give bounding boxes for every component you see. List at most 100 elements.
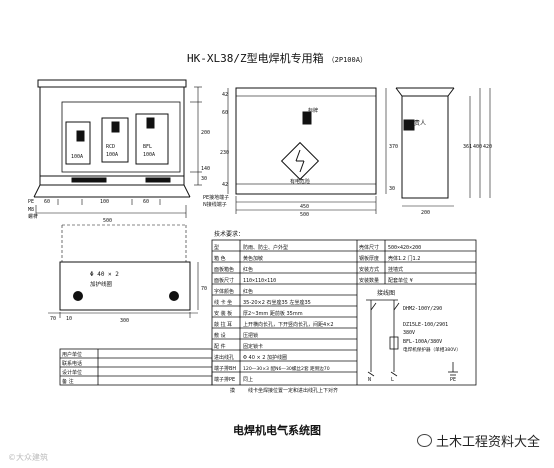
terminal-strip-1: [71, 177, 107, 183]
corner-watermark: ©大众建筑: [8, 453, 48, 462]
dim-361: 361: [463, 144, 472, 150]
breaker-3-sub: 100A: [143, 152, 155, 158]
spec-table: [59, 239, 477, 386]
spec-k-6: 安 装 板: [214, 310, 232, 317]
spec-v-11: 120—30×3 配N6—30螺丝2套 距侧边70: [243, 365, 330, 372]
spec-k-5: 线 卡 坐: [214, 299, 232, 306]
sign-row-2: 设计单位: [62, 369, 82, 376]
hole-label-2: 加护线圈: [90, 280, 113, 288]
spec-r-v-1: 壳体1.2 门1.2: [388, 255, 421, 262]
dim-10: 10: [66, 316, 72, 322]
dim-100: 100: [100, 199, 109, 205]
spec-v-5: 35-20×2 石坐座35 左坐座35: [243, 299, 311, 306]
spec-r-k-2: 安装方式: [359, 266, 379, 273]
spec-v-8: 压把锁: [243, 332, 258, 339]
diagram-item-3: BFL-100A/380V: [403, 339, 442, 345]
dim-500: 500: [300, 212, 309, 218]
spec-k-1: 箱 色: [214, 255, 226, 262]
spec-k-13: 摸: [230, 387, 235, 394]
spec-text: 技术要求： 型 防雨、防尘、户外型 箱 色 黄色加敏 面板箱色 红色 面板尺寸 …: [62, 230, 461, 394]
dim-42a: 42: [222, 92, 228, 98]
spec-k-8: 敷 设: [214, 332, 226, 339]
warning-sign: [280, 141, 320, 181]
spec-v-6: 厚2~3mm 距前板 35mm: [243, 310, 303, 317]
breaker-3-label: BFL: [143, 144, 152, 150]
diagram-item-4: 电焊机保护器（单相380V）: [403, 346, 461, 353]
dim-400: 400: [473, 144, 482, 150]
spec-r-k-1: 钢板厚度: [359, 255, 379, 262]
spec-v-4: 红色: [243, 288, 253, 295]
dim-450: 450: [300, 204, 309, 210]
dim-60b: 60: [143, 199, 149, 205]
spec-k-2: 面板箱色: [214, 266, 234, 273]
spec-v-2: 红色: [243, 266, 253, 273]
wire-pe: PE: [450, 377, 456, 383]
front-roof: [37, 79, 187, 88]
breaker-2-sub: 100A: [106, 152, 118, 158]
drawing-title: HK-XL38/Z型电焊机专用箱（2P100A）: [0, 50, 554, 66]
dim-200: 200: [201, 130, 210, 136]
spec-border: [211, 239, 477, 386]
right-view: [395, 87, 491, 207]
right-box: [401, 95, 449, 199]
dim-70b: 70: [201, 286, 207, 292]
spec-k-0: 型: [214, 244, 219, 251]
terminal-label: PE接地端子: [203, 194, 229, 201]
plate-rect: [59, 261, 191, 311]
spec-k-12: 端子排PE: [214, 376, 235, 383]
diagram-item-2: 380V: [403, 330, 415, 336]
front-view: [33, 79, 202, 218]
spec-v-12: 同上: [243, 376, 253, 383]
dim-300: 300: [120, 318, 129, 324]
dim-500: 500: [103, 218, 112, 224]
dim-30: 30: [201, 176, 207, 182]
spec-r-v-3: 配套单位 ¥: [388, 277, 413, 284]
breaker-1-label: 100A: [71, 154, 83, 160]
figure-caption: 电焊机电气系统图: [233, 424, 321, 437]
drawing-title-main: HK-XL38/Z型电焊机专用箱: [187, 52, 324, 65]
hole-label: Φ 40 × 2: [90, 271, 119, 278]
bottom-plate: [48, 224, 199, 318]
dim-230: 230: [220, 150, 229, 156]
plate-labels: Φ 40 × 2 加护线圈 70 10 70 300: [50, 271, 207, 324]
watermark: 土木工程资料大全: [416, 431, 540, 450]
watermark-text: 土木工程资料大全: [435, 435, 540, 450]
ground-bolt-label: M8: [28, 207, 34, 213]
wire-l: L: [391, 377, 394, 383]
spec-r-k-0: 壳体尺寸: [359, 244, 379, 251]
spec-k-11: 端子排BH: [214, 365, 236, 372]
sign-row-1: 联系电话: [62, 360, 82, 367]
sign-row-3: 备 注: [62, 378, 74, 385]
protector-box: [389, 336, 399, 350]
sign-row-0: 用户单位: [62, 351, 82, 358]
wechat-icon: [416, 434, 432, 447]
breaker-3-handle: [146, 117, 155, 129]
spec-r-k-3: 安装数量: [359, 277, 379, 284]
diagram-header: 接线图: [377, 289, 395, 297]
door-lock: [302, 111, 312, 125]
spec-v-7: 上开横向长孔，下开竖向长孔，间距4×2: [243, 321, 334, 328]
dim-30: 30: [389, 186, 395, 192]
breaker-1-handle: [76, 130, 85, 142]
spec-row-lines: [212, 250, 357, 373]
spec-header: 技术要求：: [214, 230, 244, 238]
spec-v-13: 线卡坐焊接位置一定和进出线孔上下对齐: [248, 387, 338, 394]
hole-2: [169, 291, 179, 301]
door-labels: 标牌 有电危险 42 60 42 230 370 30 450 500: [220, 92, 398, 218]
spec-v-0: 防雨、防尘、户外型: [243, 244, 288, 251]
front-box: [39, 86, 185, 186]
dim-70a: 70: [50, 316, 56, 322]
dim-140: 140: [201, 166, 210, 172]
breaker-2-handle: [111, 121, 120, 133]
dim-370: 370: [389, 144, 398, 150]
spec-v-9: 固定锁卡: [243, 343, 263, 350]
door-view: [227, 87, 387, 214]
switch-1: [370, 302, 377, 311]
spec-v-1: 黄色加敏: [243, 255, 263, 262]
ground-bolt-label-2: 螺杆: [28, 213, 38, 220]
breaker-2: [101, 117, 129, 163]
label-plate: 标牌: [308, 107, 318, 114]
spec-r-v-0: 500×420×200: [388, 245, 421, 251]
owner-label: 负责人: [408, 119, 426, 127]
